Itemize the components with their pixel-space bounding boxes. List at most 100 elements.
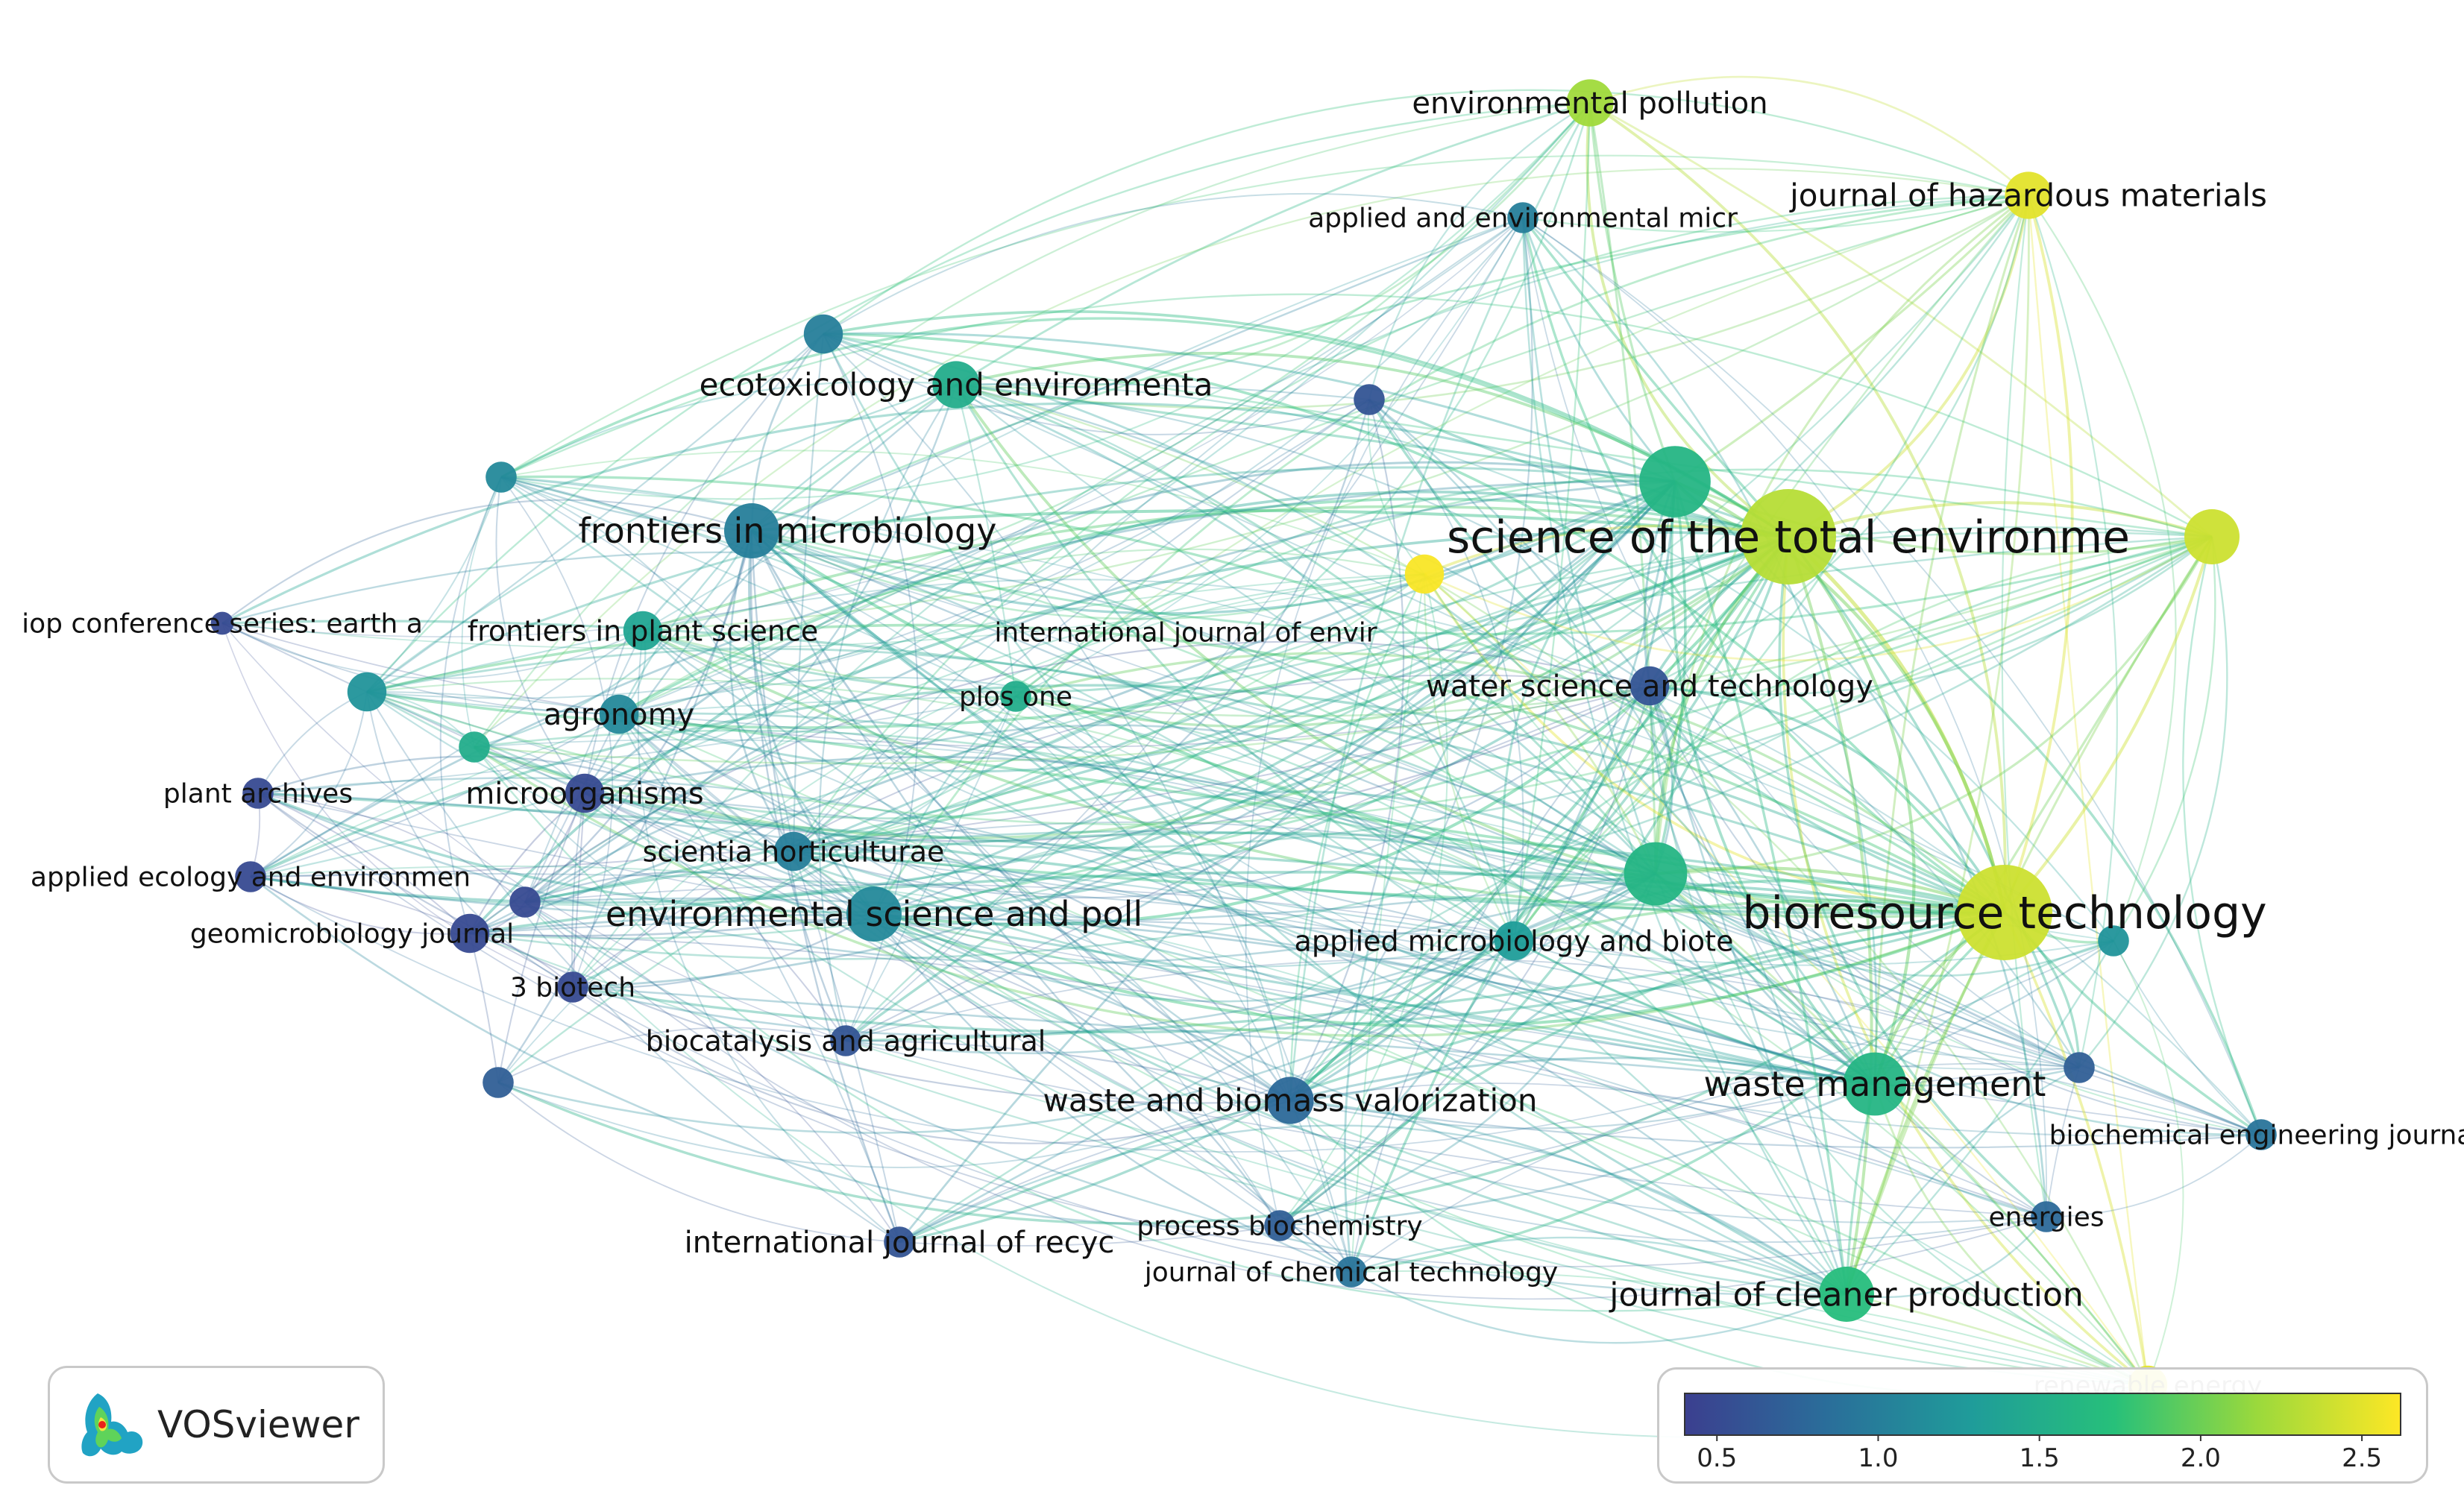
network-link [497, 792, 585, 1083]
network-link [366, 691, 1515, 968]
network-link [818, 384, 957, 1042]
node-science-of-the-total-environme[interactable] [1741, 489, 1836, 584]
network-link [469, 792, 585, 934]
network-link [1279, 873, 1657, 1227]
network-link [2027, 195, 2149, 1386]
node-scientia-horticulturae[interactable] [773, 831, 814, 872]
node-unlabeled-7[interactable] [459, 731, 490, 763]
node-label-agronomy: agronomy [544, 698, 694, 732]
network-link [1846, 1216, 2047, 1299]
node-microorganisms[interactable] [565, 773, 605, 813]
node-applied-microbiology-and-biote[interactable] [1494, 921, 1534, 961]
node-waste-management[interactable] [1843, 1052, 1907, 1116]
network-link [524, 535, 1789, 904]
node-unlabeled-3[interactable] [803, 314, 843, 354]
network-link [366, 691, 2047, 1217]
network-link [751, 508, 1789, 538]
node-applied-and-environmental-micr[interactable] [1507, 202, 1539, 233]
network-link [1521, 217, 1676, 482]
node-journal-of-chemical-technology[interactable] [1336, 1256, 1367, 1288]
node-unlabeled-10[interactable] [509, 886, 541, 918]
network-link [250, 535, 1789, 904]
network-link [1787, 535, 1916, 1085]
node-process-biochemistry[interactable] [1264, 1210, 1295, 1241]
network-link [469, 933, 499, 1083]
node-unlabeled-1[interactable] [1639, 446, 1711, 517]
node-unlabeled-2[interactable] [2184, 509, 2240, 564]
network-link [873, 480, 1676, 916]
network-link [1289, 217, 1533, 1101]
network-link [474, 746, 1847, 1312]
node-agronomy[interactable] [599, 694, 639, 734]
node-iop-conference-series-earth-a[interactable] [210, 611, 234, 635]
node-journal-of-hazardous-materials[interactable] [2005, 171, 2052, 219]
node-unlabeled-8[interactable] [1624, 842, 1688, 906]
network-link [1351, 1236, 1847, 1296]
network-link [1589, 75, 2029, 196]
node-3-biotech[interactable] [557, 971, 588, 1003]
network-link [474, 535, 2213, 765]
node-energies[interactable] [2031, 1201, 2062, 1232]
node-international-journal-of-envir[interactable] [1404, 554, 1445, 594]
network-link [793, 535, 1789, 853]
node-unlabeled-11[interactable] [483, 1067, 514, 1098]
node-biocatalysis-and-agricultural[interactable] [830, 1025, 861, 1056]
network-link [1289, 573, 1426, 1101]
network-link [899, 536, 1790, 1244]
network-link [823, 192, 1524, 335]
node-water-science-and-technology[interactable] [1629, 666, 1670, 706]
node-environmental-pollution[interactable] [1566, 79, 1614, 127]
node-biochemical-engineering-journa[interactable] [2245, 1119, 2277, 1150]
network-link [221, 217, 1524, 638]
node-waste-and-biomass-valorization[interactable] [1266, 1077, 1314, 1124]
network-link [524, 724, 1656, 904]
node-label-bioresource-technology: bioresource technology [1742, 887, 2266, 939]
network-link [1653, 535, 1790, 875]
network-link [439, 476, 502, 934]
network-link [873, 913, 2149, 1387]
network-link [495, 476, 585, 794]
network-link [366, 690, 620, 716]
node-unlabeled-12[interactable] [2064, 1052, 2095, 1083]
node-applied-ecology-and-environmen[interactable] [235, 861, 266, 892]
network-link [618, 713, 2047, 1223]
node-unlabeled-4[interactable] [1354, 384, 1385, 415]
network-link [572, 792, 585, 988]
node-frontiers-in-plant-science[interactable] [623, 611, 663, 651]
network-link [366, 333, 824, 693]
network-link [250, 875, 1876, 1228]
network-link [474, 746, 794, 852]
network-link [250, 713, 620, 877]
node-unlabeled-5[interactable] [485, 461, 517, 493]
network-link [751, 529, 1425, 620]
network-link [524, 883, 2262, 1135]
network-link [750, 529, 1656, 876]
node-unlabeled-9[interactable] [2098, 925, 2129, 957]
network-link [1648, 685, 1876, 1085]
network-link [618, 548, 1425, 715]
network-link [1367, 399, 1425, 575]
network-link [751, 529, 2213, 635]
node-international-journal-of-recyc[interactable] [884, 1226, 915, 1258]
node-environmental-science-and-poll[interactable] [846, 886, 902, 942]
node-plos-one[interactable] [1000, 681, 1031, 712]
network-link [500, 317, 1789, 538]
network-link [899, 872, 1656, 1244]
network-link [221, 623, 644, 679]
node-bioresource-technology[interactable] [1957, 865, 2052, 960]
network-link [793, 848, 1292, 1101]
network-link [572, 986, 1876, 1085]
network-link [1424, 524, 1789, 576]
network-link [793, 850, 1515, 942]
network-link [873, 790, 1656, 916]
network-link [751, 194, 2029, 532]
network-link [468, 490, 1789, 935]
node-ecotoxicology-and-environmenta[interactable] [932, 361, 980, 409]
node-unlabeled-6[interactable] [347, 672, 387, 712]
network-link [1522, 194, 2029, 233]
node-plant-archives[interactable] [242, 778, 274, 809]
node-journal-of-cleaner-production[interactable] [1819, 1267, 1874, 1322]
node-frontiers-in-microbiology[interactable] [724, 503, 779, 558]
node-geomicrobiology-journal[interactable] [450, 913, 490, 954]
